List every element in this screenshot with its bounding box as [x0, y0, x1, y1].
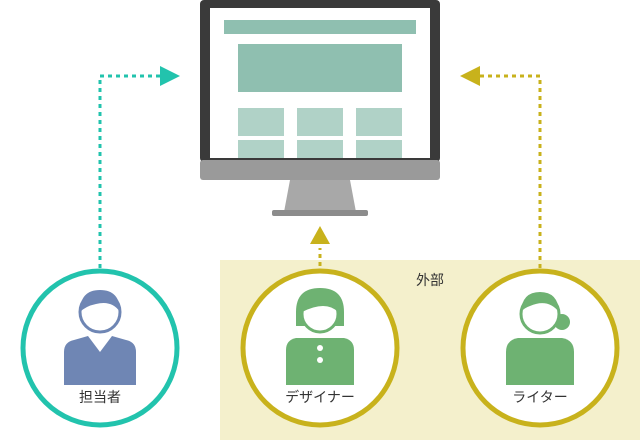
person-manager — [20, 268, 180, 428]
connector-writer-to-monitor — [460, 66, 542, 268]
person-label-designer: デザイナー — [285, 390, 355, 406]
male-user-icon — [64, 290, 136, 385]
arrowhead-right-icon — [160, 66, 180, 86]
external-group-label: 外部 — [416, 273, 444, 289]
person-writer — [460, 268, 620, 428]
connector-manager-to-monitor — [98, 66, 180, 268]
female-ponytail-user-icon — [506, 292, 574, 385]
connector-designer-to-monitor — [310, 226, 330, 266]
female-user-icon — [286, 288, 354, 385]
person-label-writer: ライター — [512, 390, 568, 406]
arrowhead-left-icon — [460, 66, 480, 86]
desktop-monitor-icon — [200, 0, 440, 216]
person-label-manager: 担当者 — [79, 390, 121, 406]
arrowhead-up-icon — [310, 226, 330, 244]
person-designer — [240, 268, 400, 428]
